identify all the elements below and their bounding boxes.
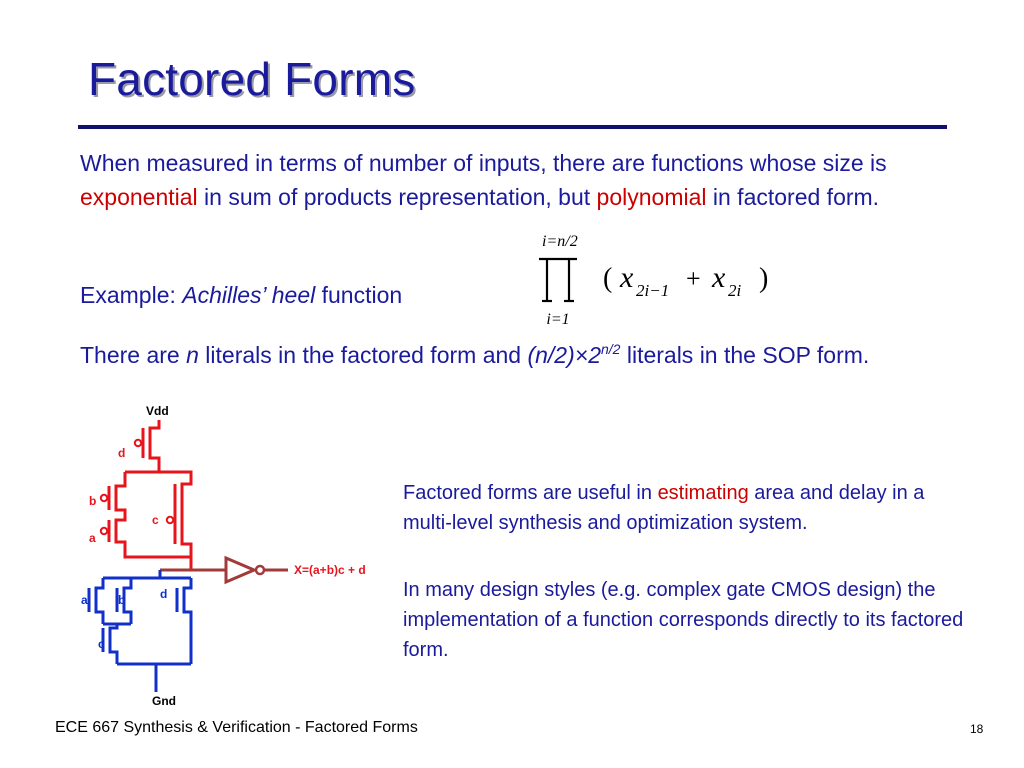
vdd-label: Vdd: [146, 404, 169, 418]
pmos-d-label: d: [118, 446, 125, 460]
literals-exponent: n/2: [600, 341, 621, 357]
formula-sub2: 2i: [728, 281, 742, 300]
nmos-a-label: a: [81, 593, 88, 607]
exponential-highlight: exponential: [80, 184, 198, 210]
example-prefix: Example:: [80, 282, 183, 308]
polynomial-highlight: polynomial: [596, 184, 707, 210]
right-text-2: area and delay in a multi-level synthesi…: [403, 482, 925, 534]
output-expression: X=(a+b)c + d: [294, 563, 366, 577]
literals-n: n: [186, 342, 199, 368]
nmos-b-label: b: [118, 593, 125, 607]
right-paragraph-estimating: Factored forms are useful in estimating …: [403, 478, 968, 538]
formula-x1: x: [619, 261, 634, 294]
formula-lower-limit: i=1: [546, 311, 569, 328]
page-number: 18: [970, 722, 984, 736]
formula-x2: x: [711, 261, 726, 294]
title-divider: [78, 125, 947, 129]
product-formula: i=n/2 i=1 ( x 2i−1 + x 2i ): [539, 233, 768, 328]
slide-title: Factored Forms: [88, 53, 416, 105]
nmos-d-label: d: [160, 587, 167, 601]
literals-text-2: literals in the factored form and: [198, 342, 528, 368]
intro-text-2: in sum of products representation, but: [197, 184, 597, 210]
intro-paragraph: When measured in terms of number of inpu…: [80, 146, 940, 214]
product-symbol: [539, 257, 577, 303]
intro-text-1: When measured in terms of number of inpu…: [80, 150, 887, 176]
nmos-c-label: c: [98, 637, 105, 651]
literals-text-3: literals in the SOP form.: [620, 342, 870, 368]
pullup-network: [107, 420, 193, 570]
formula-sub1: 2i−1: [636, 281, 669, 300]
formula-upper-limit: i=n/2: [542, 233, 578, 250]
right-text-1: Factored forms are useful in: [403, 482, 658, 504]
gnd-label: Gnd: [152, 694, 176, 708]
example-line: Example: Achilles’ heel function: [80, 278, 402, 312]
literals-expression: (n/2)×2: [527, 342, 601, 368]
example-suffix: function: [315, 282, 403, 308]
pmos-gate-bubbles: [99, 438, 175, 536]
pmos-c-label: c: [152, 513, 159, 527]
footer-text: ECE 667 Synthesis & Verification - Facto…: [55, 719, 418, 736]
pmos-a-label: a: [89, 531, 96, 545]
example-function-name: Achilles’ heel: [182, 282, 316, 308]
estimating-highlight: estimating: [657, 482, 749, 504]
literals-text-1: There are: [80, 342, 187, 368]
literals-paragraph: There are n literals in the factored for…: [80, 342, 950, 369]
pmos-b-label: b: [89, 494, 96, 508]
right-paragraph-design-styles: In many design styles (e.g. complex gate…: [403, 579, 964, 661]
formula-close-paren: ): [759, 263, 768, 294]
cmos-circuit-diagram: Vdd Gnd d b a c X=(a+b)c + d: [81, 404, 366, 708]
pulldown-network: [87, 570, 193, 692]
output-wire-and-inverter: [160, 555, 288, 585]
formula-plus: +: [686, 264, 701, 293]
intro-text-3: in factored form.: [706, 184, 880, 210]
formula-open-paren: (: [603, 263, 612, 294]
